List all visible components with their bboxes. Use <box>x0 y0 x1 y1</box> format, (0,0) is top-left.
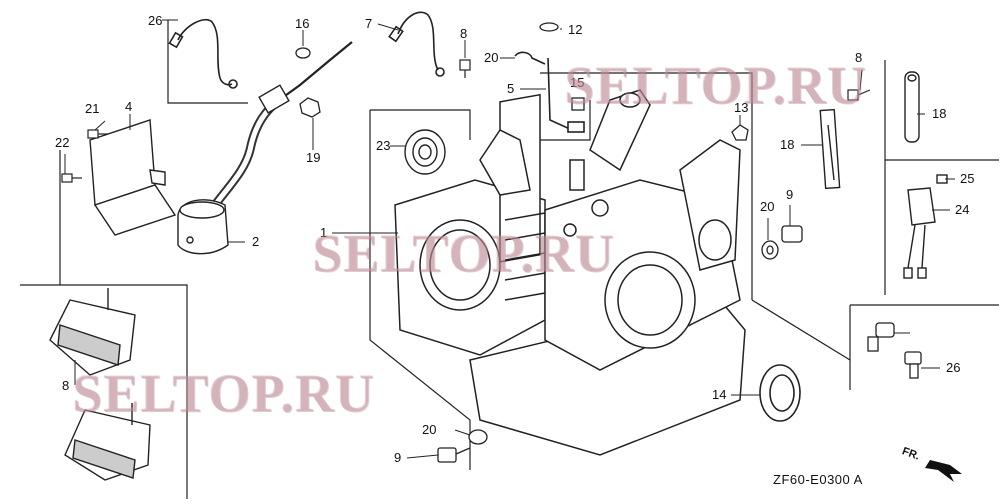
callout-8-top: 8 <box>460 26 467 41</box>
callout-9-bottom: 9 <box>394 450 401 465</box>
callout-5: 7 <box>365 16 372 31</box>
bolt-8-drawing <box>459 59 871 101</box>
callout-11: 13 <box>734 100 748 115</box>
callout-20-left: 22 <box>55 135 69 150</box>
crankcase-drawing <box>394 89 746 456</box>
callout-3: 4 <box>125 99 132 114</box>
frame-mounts <box>20 284 188 499</box>
callout-numbers: 26 16 7 8 12 20 15 5 8 13 21 4 22 23 18 … <box>55 13 974 465</box>
callout-16: 18 <box>932 106 946 121</box>
oil-seal-12-drawing <box>759 364 801 422</box>
bolt-20-drawing <box>61 129 108 183</box>
fr-arrow-icon <box>925 460 962 482</box>
callout-8-right: 8 <box>855 50 862 65</box>
callout-4: 5 <box>507 81 514 96</box>
callout-1: 1 <box>320 225 327 240</box>
callout-7: 8 <box>62 378 69 393</box>
frame-crankcase-right <box>751 299 851 361</box>
ignition-coil-drawing <box>177 41 353 255</box>
callout-12: 14 <box>712 387 726 402</box>
callout-2: 2 <box>252 234 259 249</box>
frame-4-inner <box>540 100 591 141</box>
callout-24: 26 <box>946 360 960 375</box>
bearing-21-drawing <box>404 129 446 175</box>
engine-mounts-drawing <box>49 288 151 481</box>
callout-15: 18 <box>780 137 794 152</box>
leader-lines <box>64 19 955 459</box>
callout-17: 19 <box>306 150 320 165</box>
fittings-24-25-drawing <box>867 322 922 379</box>
right-parts-drawing <box>819 71 948 279</box>
callout-14: 16 <box>295 16 309 31</box>
callout-26: 26 <box>148 13 162 28</box>
wire-26-drawing <box>168 18 238 89</box>
callout-21: 23 <box>376 138 390 153</box>
callout-13: 15 <box>570 75 584 90</box>
callout-10: 12 <box>568 22 582 37</box>
frame-crankcase-top <box>370 109 471 140</box>
callout-22: 24 <box>955 202 969 217</box>
small-parts-drawing <box>295 22 749 141</box>
callout-9-right: 9 <box>786 187 793 202</box>
callout-20-top: 21 <box>85 101 99 116</box>
callout-18-right: 20 <box>760 199 774 214</box>
callout-19: 20 <box>484 50 498 65</box>
frame-4 <box>540 72 753 300</box>
frame-wire-26 <box>167 20 248 104</box>
wire-5-drawing <box>388 11 445 77</box>
diagram-code: ZF60-E0300 A <box>773 472 863 487</box>
bracket-3-drawing <box>89 119 177 236</box>
callout-23: 25 <box>960 171 974 186</box>
callout-18-bottom: 20 <box>422 422 436 437</box>
frame-crankcase-left <box>369 110 471 470</box>
breather-tube-drawing <box>514 51 585 133</box>
